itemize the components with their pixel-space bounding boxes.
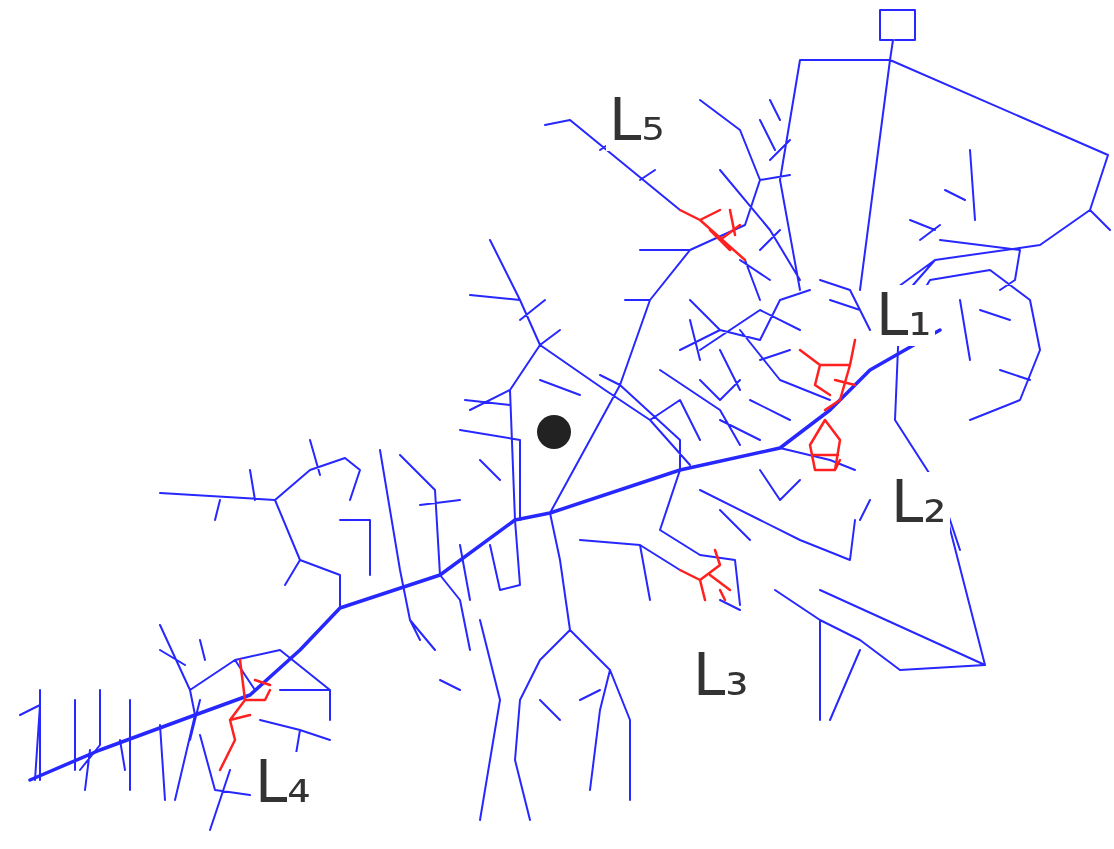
pipe-lines [20,10,1110,830]
map-label: L₁ [873,285,935,346]
highlight-l2 [810,420,840,470]
map-label: L₃ [690,645,752,706]
main-trunk [30,330,940,780]
highlight-l5 [680,210,745,260]
map-label: L₄ [252,752,314,813]
highlight-l3 [680,550,730,600]
map-label: L₅ [606,90,668,151]
source-dot [537,415,571,449]
highlight-l1 [800,340,855,410]
pipe-branches [20,10,1110,830]
highlighted-pipes [220,210,855,770]
map-label: L₂ [888,472,950,533]
